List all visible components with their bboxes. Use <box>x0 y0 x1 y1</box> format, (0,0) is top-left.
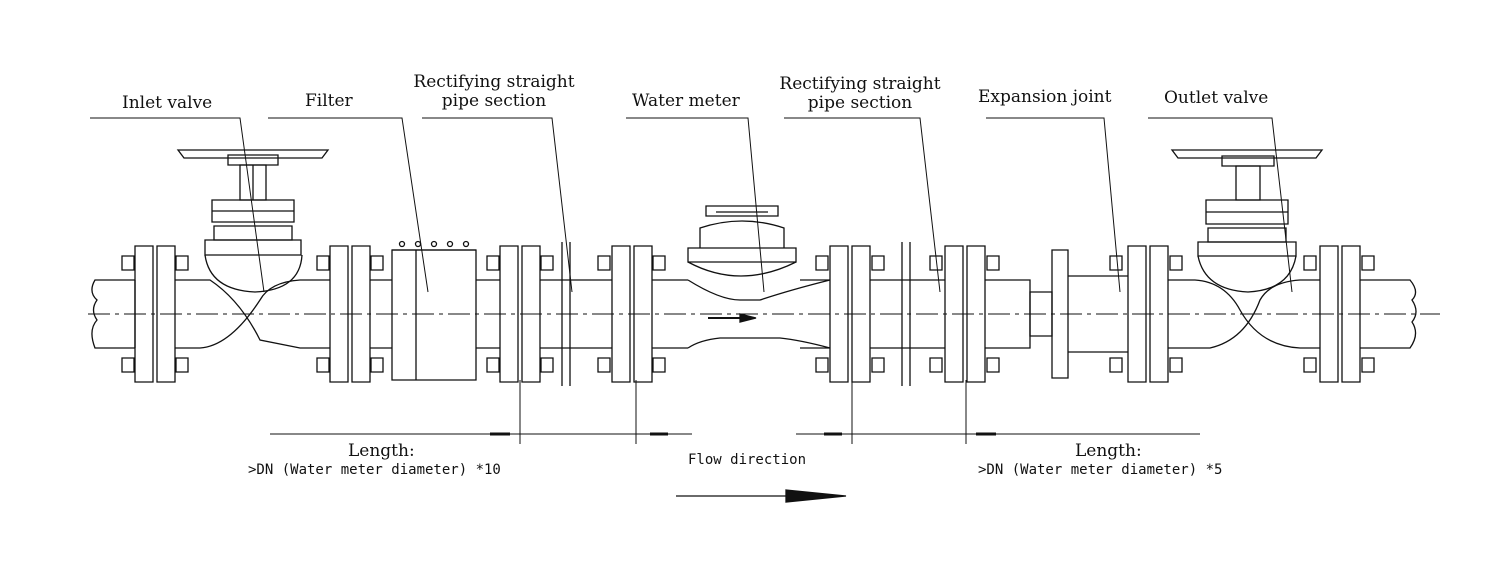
water-meter-drawing <box>652 206 830 348</box>
water-meter-label: Water meter <box>632 91 740 111</box>
right-length-rule: >DN (Water meter diameter) *5 <box>978 462 1223 478</box>
flow-direction-arrow <box>676 490 846 502</box>
expansion-joint-drawing <box>985 246 1182 382</box>
rectifying-section-1-label-line1: Rectifying straight <box>413 72 575 92</box>
rectifying-section-2-drawing <box>800 242 999 386</box>
dimension-lines <box>270 380 1200 444</box>
filter-drawing <box>370 242 500 381</box>
outlet-valve-label: Outlet valve <box>1164 88 1269 108</box>
leader-lines <box>90 118 1292 292</box>
right-length-title: Length: <box>1075 441 1142 461</box>
flow-direction-label: Flow direction <box>688 452 807 468</box>
left-length-rule: >DN (Water meter diameter) *10 <box>248 462 501 478</box>
filter-label: Filter <box>305 91 353 111</box>
rectifying-section-2-label-line1: Rectifying straight <box>779 74 941 94</box>
left-length-title: Length: <box>348 441 415 461</box>
rectifying-section-2-label-line2: pipe section <box>807 93 913 113</box>
expansion-joint-label: Expansion joint <box>978 87 1112 107</box>
rectifying-section-1-label-line2: pipe section <box>441 91 547 111</box>
inlet-pipe <box>92 280 135 348</box>
inlet-valve-label: Inlet valve <box>122 93 213 113</box>
inlet-valve-drawing <box>122 150 383 382</box>
rectifying-section-1-drawing <box>487 242 665 386</box>
outlet-valve-drawing <box>1168 150 1416 382</box>
